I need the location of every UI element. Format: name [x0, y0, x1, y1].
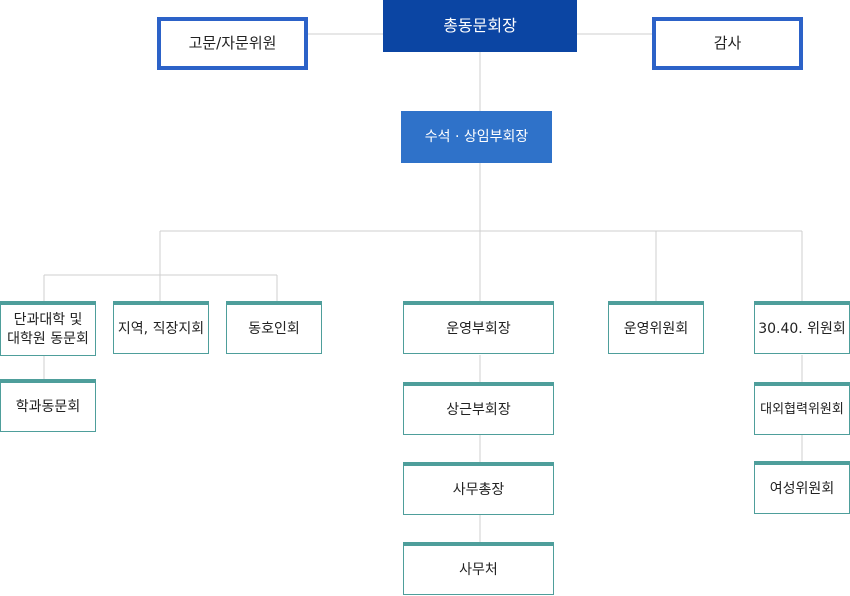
op-committee-box: 운영위원회 — [608, 301, 704, 354]
secretariat-box: 사무처 — [403, 542, 554, 595]
secretariat-label: 사무처 — [459, 561, 498, 578]
chair-label: 총동문회장 — [443, 16, 517, 36]
vice-chair-box: 수석 · 상임부회장 — [401, 111, 552, 163]
standing-vice-box: 상근부회장 — [403, 382, 554, 435]
regional-label: 지역, 직장지회 — [117, 320, 205, 337]
advisor-box: 고문/자문위원 — [157, 17, 308, 70]
op-vice-box: 운영부회장 — [403, 301, 554, 354]
external-committee-box: 대외협력위원회 — [754, 382, 850, 435]
secretary-general-label: 사무총장 — [452, 481, 505, 498]
department-label: 학과동문회 — [15, 398, 81, 415]
women-committee-box: 여성위원회 — [754, 461, 850, 514]
women-committee-label: 여성위원회 — [769, 480, 835, 497]
gen-committee-label: 30.40. 위원회 — [758, 320, 846, 337]
colleges-box: 단과대학 및 대학원 동문회 — [0, 301, 96, 356]
advisor-label: 고문/자문위원 — [188, 34, 277, 53]
regional-box: 지역, 직장지회 — [113, 301, 209, 354]
clubs-box: 동호인회 — [226, 301, 322, 354]
op-committee-label: 운영위원회 — [623, 320, 689, 337]
secretary-general-box: 사무총장 — [403, 462, 554, 515]
colleges-label: 단과대학 및 대학원 동문회 — [7, 312, 89, 347]
vice-chair-label: 수석 · 상임부회장 — [424, 128, 529, 145]
department-box: 학과동문회 — [0, 379, 96, 432]
auditor-box: 감사 — [652, 17, 803, 70]
auditor-label: 감사 — [713, 34, 742, 53]
op-vice-label: 운영부회장 — [446, 320, 511, 337]
clubs-label: 동호인회 — [248, 320, 300, 337]
standing-vice-label: 상근부회장 — [446, 401, 511, 418]
external-committee-label: 대외협력위원회 — [760, 402, 844, 418]
gen-committee-box: 30.40. 위원회 — [754, 301, 850, 354]
chair-box: 총동문회장 — [383, 0, 577, 52]
